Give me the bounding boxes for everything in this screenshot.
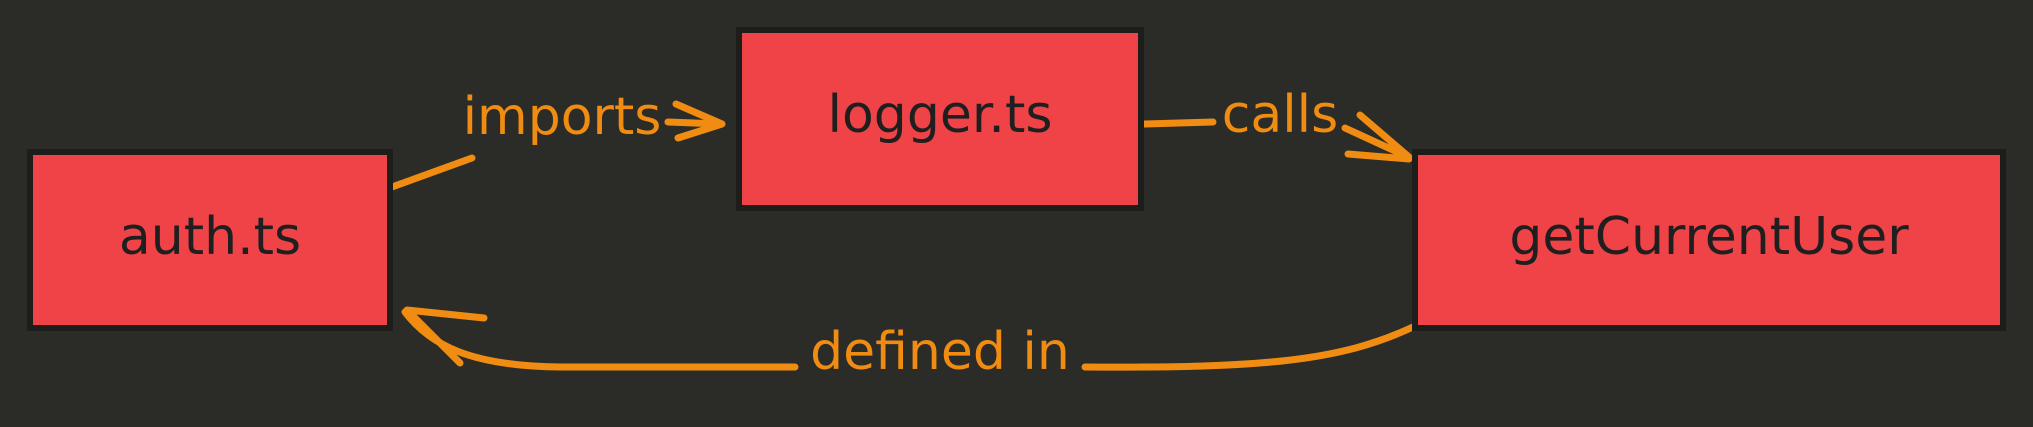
- edge-imports-line: [388, 118, 724, 191]
- edge-defined-in[interactable]: defined in: [401, 306, 1419, 382]
- node-logger[interactable]: logger.ts: [736, 27, 1144, 211]
- edge-imports[interactable]: imports: [388, 87, 726, 191]
- edge-defined-in-line-left: [401, 308, 799, 371]
- edge-defined-in-label: defined in: [810, 322, 1070, 382]
- edge-calls-arrowhead: [1344, 111, 1413, 163]
- edge-defined-in-arrowhead: [403, 306, 488, 367]
- node-auth-box: [27, 149, 393, 331]
- node-logger-box: [736, 27, 1144, 211]
- node-user-box: [1412, 149, 2006, 331]
- node-auth-label: auth.ts: [119, 207, 301, 267]
- node-auth[interactable]: auth.ts: [27, 149, 393, 331]
- node-user-label: getCurrentUser: [1509, 207, 1909, 267]
- edge-calls-label: calls: [1222, 85, 1338, 145]
- edge-defined-in-line-right: [1081, 322, 1419, 371]
- edge-imports-arrowhead: [672, 100, 726, 142]
- edge-imports-label: imports: [463, 87, 662, 147]
- node-logger-label: logger.ts: [828, 85, 1053, 145]
- edge-calls[interactable]: calls: [1141, 85, 1413, 163]
- node-user[interactable]: getCurrentUser: [1412, 149, 2006, 331]
- edge-calls-line: [1141, 118, 1412, 161]
